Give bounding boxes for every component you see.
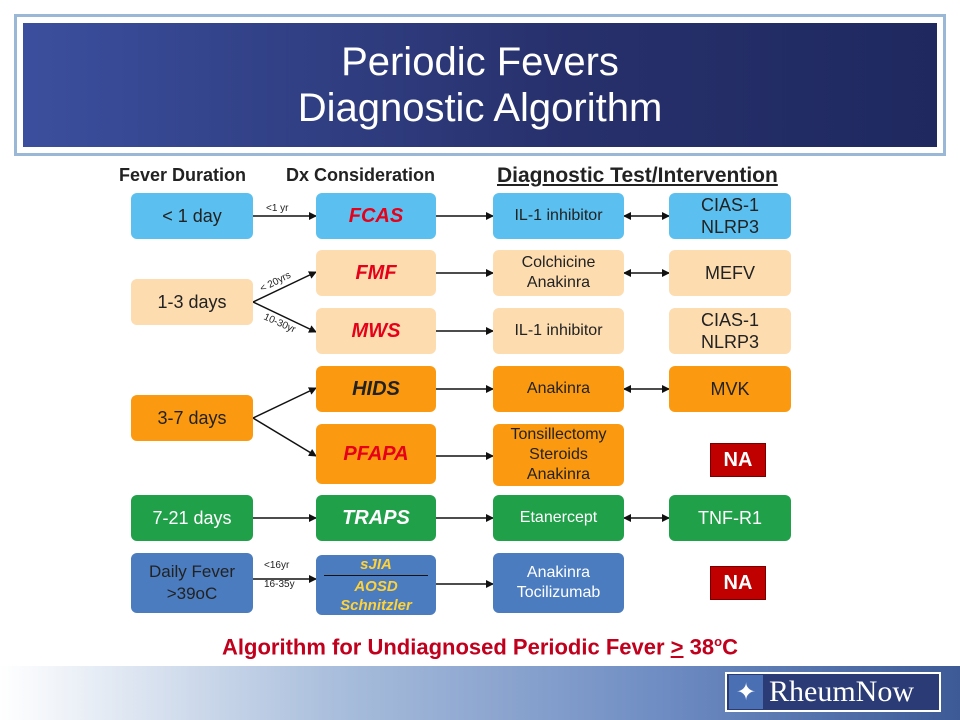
duration-label: < 1 day bbox=[162, 206, 222, 226]
test-line: Steroids bbox=[529, 446, 588, 463]
test-line: Colchicine bbox=[521, 254, 596, 271]
test-tonsillectomy-box: Tonsillectomy Steroids Anakinra bbox=[493, 424, 624, 486]
dx-line-schnitzler: Schnitzler bbox=[340, 597, 412, 614]
gene-line: NLRP3 bbox=[700, 332, 760, 352]
title-banner: Periodic Fevers Diagnostic Algorithm bbox=[23, 23, 937, 147]
test-il1-inhibitor-box: IL-1 inhibitor bbox=[493, 193, 624, 239]
arrow-d37-hids bbox=[252, 387, 317, 419]
dx-label: PFAPA bbox=[343, 443, 409, 465]
test-etanercept-box: Etanercept bbox=[493, 495, 624, 541]
gene-label: MVK bbox=[710, 379, 750, 399]
rheumnow-logo: ✦ RheumNow bbox=[725, 672, 941, 712]
dx-fmf-box: FMF bbox=[316, 250, 436, 296]
duration-daily-fever-box: Daily Fever >39oC bbox=[131, 553, 253, 613]
test-colchicine-anakinra-box: Colchicine Anakinra bbox=[493, 250, 624, 296]
dx-label: FMF bbox=[355, 262, 397, 284]
test-line: Tocilizumab bbox=[516, 584, 601, 601]
duration-label: 7-21 days bbox=[152, 508, 232, 528]
algorithm-caption: Algorithm for Undiagnosed Periodic Fever… bbox=[0, 634, 960, 660]
test-label: Anakinra bbox=[526, 380, 591, 397]
dx-pfapa-box: PFAPA bbox=[316, 424, 436, 484]
rheumnow-logo-icon: ✦ bbox=[729, 675, 763, 709]
duration-lt1day-box: < 1 day bbox=[131, 193, 253, 239]
caption-degree: o bbox=[714, 634, 723, 649]
dx-divider bbox=[324, 575, 428, 576]
gene-tnfr1-box: TNF-R1 bbox=[669, 495, 791, 541]
arrow-d13-fmf bbox=[252, 271, 317, 303]
dx-sjia-aosd-box: sJIA AOSD Schnitzler bbox=[316, 555, 436, 615]
duration-label: 1-3 days bbox=[157, 292, 227, 312]
header-fever-duration: Fever Duration bbox=[119, 165, 247, 185]
arrow-d37-pfapa bbox=[252, 417, 317, 457]
duration-7-21days-box: 7-21 days bbox=[131, 495, 253, 541]
duration-line: >39oC bbox=[166, 584, 218, 603]
test-line: Tonsillectomy bbox=[510, 426, 607, 443]
na-badge-daily: NA bbox=[710, 566, 766, 600]
edge-label-lt16yr: <16yr bbox=[264, 560, 290, 571]
dx-fcas-box: FCAS bbox=[316, 193, 436, 239]
gene-cias1-nlrp3-box: CIAS-1 NLRP3 bbox=[669, 193, 791, 239]
duration-3-7days-box: 3-7 days bbox=[131, 395, 253, 441]
dx-traps-box: TRAPS bbox=[316, 495, 436, 541]
dx-label: MWS bbox=[351, 320, 401, 342]
caption-ge-symbol: > bbox=[670, 634, 684, 660]
test-label: IL-1 inhibitor bbox=[514, 322, 603, 339]
dx-mws-box: MWS bbox=[316, 308, 436, 354]
dx-label: FCAS bbox=[348, 205, 404, 227]
edge-label-16-35y: 16-35y bbox=[264, 579, 295, 590]
test-line: Anakinra bbox=[526, 466, 591, 483]
gene-mvk-box: MVK bbox=[669, 366, 791, 412]
duration-1-3days-box: 1-3 days bbox=[131, 279, 253, 325]
test-anakinra-tocilizumab-box: Anakinra Tocilizumab bbox=[493, 553, 624, 613]
test-line: Anakinra bbox=[526, 274, 591, 291]
gene-line: CIAS-1 bbox=[700, 310, 760, 330]
gene-line: NLRP3 bbox=[700, 217, 760, 237]
test-label: IL-1 inhibitor bbox=[514, 207, 603, 224]
arrow-d13-mws bbox=[252, 301, 317, 333]
test-anakinra-box: Anakinra bbox=[493, 366, 624, 412]
dx-hids-box: HIDS bbox=[316, 366, 436, 412]
title-line-2: Diagnostic Algorithm bbox=[297, 86, 663, 130]
gene-cias1-nlrp3-mws-box: CIAS-1 NLRP3 bbox=[669, 308, 791, 354]
dx-label: TRAPS bbox=[342, 507, 410, 529]
header-diagnostic-test: Diagnostic Test/Intervention bbox=[497, 164, 778, 187]
duration-label: 3-7 days bbox=[157, 408, 227, 428]
gene-line: CIAS-1 bbox=[700, 195, 760, 215]
gene-label: TNF-R1 bbox=[698, 508, 762, 528]
dx-line-sjia: sJIA bbox=[360, 556, 392, 573]
na-badge-pfapa: NA bbox=[710, 443, 766, 477]
dx-line-aosd: AOSD bbox=[354, 578, 398, 595]
gene-mefv-box: MEFV bbox=[669, 250, 791, 296]
caption-unit: C bbox=[722, 634, 738, 660]
caption-value: 38 bbox=[683, 634, 715, 660]
caption-prefix: Algorithm for Undiagnosed Periodic Fever bbox=[222, 634, 671, 660]
dx-label: HIDS bbox=[352, 378, 400, 400]
test-line: Anakinra bbox=[526, 564, 591, 581]
logo-text: RheumNow bbox=[769, 675, 914, 708]
header-dx-consideration: Dx Consideration bbox=[286, 165, 436, 185]
duration-line: Daily Fever bbox=[149, 562, 235, 581]
title-line-1: Periodic Fevers bbox=[341, 40, 619, 84]
test-label: Etanercept bbox=[519, 509, 598, 526]
test-il1-inhibitor-mws-box: IL-1 inhibitor bbox=[493, 308, 624, 354]
edge-label-lt1yr: <1 yr bbox=[266, 203, 289, 214]
gene-label: MEFV bbox=[704, 263, 755, 283]
